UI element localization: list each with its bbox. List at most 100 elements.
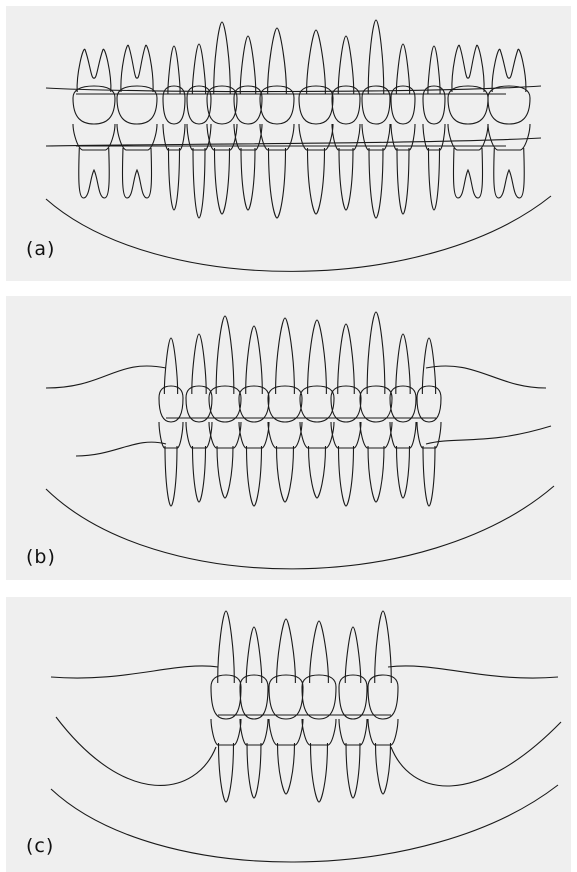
lower-tooth-crown-b7 [360, 422, 392, 448]
upper-tooth-root-c3 [310, 621, 329, 683]
lower-tooth-crown-b9 [417, 422, 441, 448]
upper-tooth-crown-b2 [209, 386, 241, 422]
upper-tooth-root-a4 [214, 22, 231, 94]
lower-tooth-root-a3 [193, 148, 205, 218]
upper-tooth-root-c2 [277, 619, 296, 683]
upper-tooth-crown-c5 [368, 675, 398, 719]
upper-tooth-root-c5 [375, 611, 392, 683]
dental-diagram-a [6, 6, 571, 281]
upper-tooth-root-b5 [308, 320, 327, 394]
upper-tooth-crown-b9 [417, 386, 441, 422]
lower-tooth-root-a1 [122, 148, 151, 198]
lower-tooth-root-a4 [215, 148, 230, 214]
upper-tooth-crown-b4 [268, 386, 302, 422]
lower-tooth-root-a11 [429, 148, 440, 210]
lower-tooth-root-c5 [376, 743, 391, 794]
lower-tooth-crown-c2 [269, 719, 303, 745]
lower-tooth-root-a9 [369, 148, 383, 218]
panel-a: (a) [6, 6, 571, 281]
upper-tooth-crown-b5 [300, 386, 334, 422]
upper-tooth-root-b6 [338, 324, 355, 394]
upper-tooth-root-a8 [338, 36, 353, 94]
lower-tooth-root-c3 [311, 743, 328, 802]
lower-tooth-crown-b1 [186, 422, 212, 448]
lower-tooth-crown-c0 [211, 719, 241, 745]
upper-tooth-root-b8 [396, 334, 410, 394]
lower-tooth-crown-c1 [240, 719, 268, 745]
upper-tooth-crown-c2 [269, 675, 303, 719]
upper-tooth-crown-c4 [339, 675, 367, 719]
lower-tooth-root-a8 [339, 148, 353, 210]
panel-c: (c) [6, 597, 571, 872]
lower-tooth-root-c2 [278, 743, 295, 794]
dental-diagram-c [6, 597, 571, 872]
upper-tooth-crown-b1 [186, 386, 212, 422]
upper-tooth-crown-c1 [240, 675, 268, 719]
lower-tooth-root-b1 [193, 446, 206, 502]
jaw-arch [51, 785, 558, 862]
lower-tooth-root-c4 [346, 743, 360, 798]
upper-tooth-root-b3 [246, 326, 263, 394]
lower-gum-line [56, 717, 561, 786]
lower-tooth-root-a2 [169, 148, 180, 210]
lower-tooth-root-c1 [247, 743, 261, 798]
lower-tooth-crown-b4 [268, 422, 302, 448]
lower-tooth-root-a10 [397, 148, 409, 214]
lower-tooth-crown-b5 [300, 422, 334, 448]
upper-tooth-crown-a10 [391, 86, 415, 124]
lower-tooth-root-b8 [397, 446, 410, 498]
lower-tooth-root-a12 [453, 148, 482, 198]
upper-tooth-crown-a9 [362, 86, 390, 124]
lower-tooth-crown-c3 [302, 719, 336, 745]
upper-tooth-root-a12 [452, 45, 484, 92]
upper-tooth-crown-b8 [390, 386, 416, 422]
lower-tooth-root-b7 [368, 446, 384, 502]
lower-tooth-root-b6 [339, 446, 354, 506]
upper-tooth-root-a1 [121, 45, 153, 92]
lower-tooth-root-b3 [247, 446, 262, 506]
dental-diagram-b [6, 296, 571, 580]
lower-tooth-root-c0 [219, 743, 234, 802]
upper-tooth-crown-c3 [302, 675, 336, 719]
upper-tooth-root-b1 [192, 334, 206, 394]
upper-tooth-crown-b7 [360, 386, 392, 422]
upper-tooth-crown-b3 [239, 386, 269, 422]
upper-tooth-crown-a13 [488, 86, 530, 124]
upper-tooth-root-b4 [276, 318, 295, 394]
lower-tooth-crown-b6 [331, 422, 361, 448]
lower-gum-line [76, 426, 551, 456]
lower-tooth-root-b5 [309, 446, 326, 498]
upper-gum-line [51, 666, 558, 678]
panel-b: (b) [6, 296, 571, 580]
upper-tooth-root-c0 [218, 611, 235, 683]
lower-tooth-crown-b3 [239, 422, 269, 448]
jaw-arch [46, 486, 554, 569]
lower-tooth-root-b2 [217, 446, 233, 498]
lower-tooth-crown-b0 [159, 422, 183, 448]
upper-tooth-root-a5 [240, 36, 255, 94]
upper-tooth-crown-a0 [73, 86, 115, 124]
lower-tooth-root-b9 [423, 446, 435, 506]
lower-tooth-crown-c4 [339, 719, 367, 745]
panel-label-a: (a) [26, 238, 55, 260]
lower-tooth-root-b0 [165, 446, 177, 506]
jaw-arch [46, 196, 551, 271]
upper-tooth-crown-c0 [211, 675, 241, 719]
lower-tooth-root-a13 [494, 148, 524, 198]
upper-tooth-root-a9 [368, 20, 383, 94]
lower-tooth-root-a6 [269, 148, 286, 218]
upper-tooth-root-a6 [268, 28, 287, 94]
upper-tooth-root-b2 [216, 316, 234, 394]
upper-tooth-crown-a12 [448, 86, 488, 124]
lower-tooth-root-b4 [277, 446, 294, 502]
upper-tooth-crown-a1 [117, 86, 157, 124]
lower-tooth-root-a0 [79, 148, 109, 198]
panel-label-b: (b) [26, 546, 56, 568]
upper-tooth-root-a7 [307, 30, 326, 94]
panel-label-c: (c) [26, 835, 54, 857]
lower-tooth-crown-c5 [368, 719, 398, 745]
upper-tooth-crown-b6 [331, 386, 361, 422]
lower-tooth-crown-b8 [390, 422, 416, 448]
upper-tooth-crown-a11 [423, 86, 445, 124]
lower-tooth-crown-b2 [209, 422, 241, 448]
